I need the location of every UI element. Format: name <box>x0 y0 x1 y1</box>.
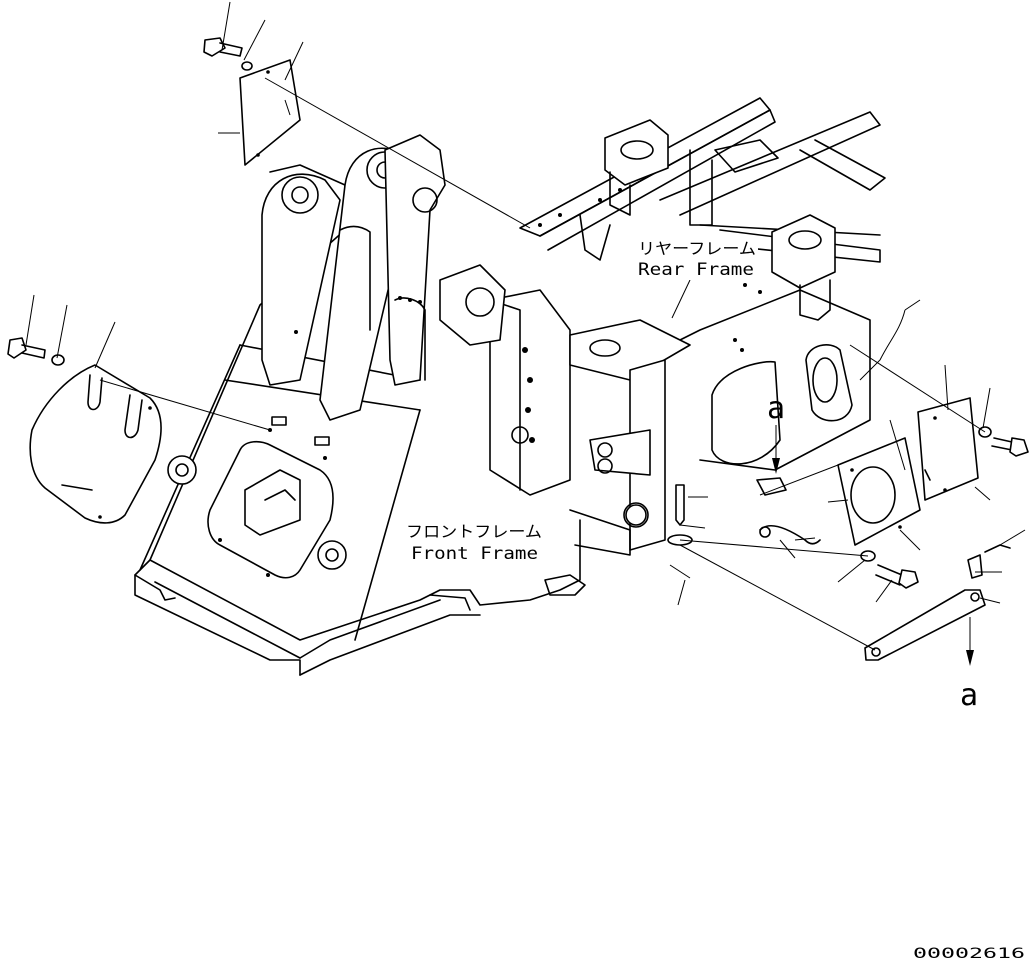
rear-frame-label: リヤーフレーム Rear Frame <box>634 236 758 280</box>
right-cover-ring <box>837 437 921 546</box>
ref-label-a-upper: a <box>767 391 785 426</box>
left-cover-plate <box>29 364 162 524</box>
ref-label-a-lower: a <box>960 678 978 713</box>
rear-frame-label-en: Rear Frame <box>638 260 754 280</box>
lower-bolt <box>860 550 919 589</box>
lock-pin <box>667 484 1011 579</box>
front-frame <box>134 134 647 676</box>
ref-arrow-lower: a <box>960 617 978 713</box>
front-frame-label-en: Front Frame <box>411 544 538 564</box>
lock-bar <box>864 589 986 661</box>
front-frame-label: フロントフレーム Front Frame <box>404 518 544 564</box>
drawing-number: 00002616 <box>913 946 1025 962</box>
front-frame-label-jp: フロントフレーム <box>406 522 542 541</box>
rear-frame <box>519 97 886 471</box>
bracket-a <box>756 477 787 496</box>
right-bolt <box>978 426 1029 457</box>
rear-mount-left <box>604 119 669 216</box>
ref-arrow-upper: a <box>767 391 785 474</box>
rear-bolt-holes <box>538 188 762 352</box>
center-hinge <box>489 289 691 556</box>
right-cover-slot <box>917 397 979 501</box>
top-cover-plate <box>239 59 301 166</box>
rear-frame-label-jp: リヤーフレーム <box>638 239 756 258</box>
left-bolt <box>7 337 65 366</box>
top-bolt <box>203 37 253 71</box>
leader-lines <box>25 1 1026 651</box>
rear-mount-right <box>771 214 836 321</box>
